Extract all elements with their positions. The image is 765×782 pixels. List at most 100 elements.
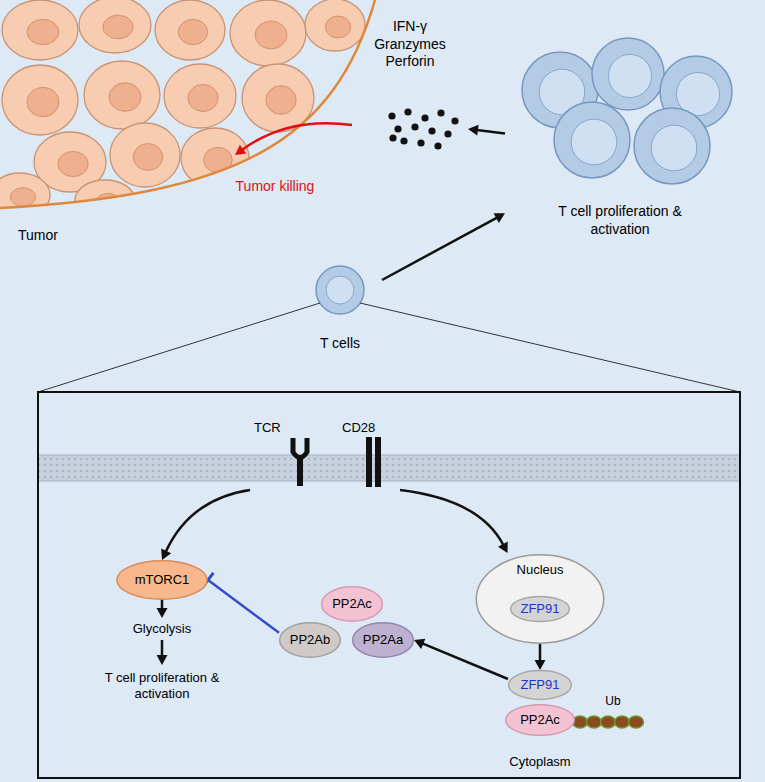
ubiquitin [587,716,602,728]
process-text: Glycolysis [118,618,206,640]
ellipse [353,623,414,658]
node-text: Nucleus [517,562,564,578]
mtorc1-ellipse: mTORC1 [116,560,208,600]
tumor-nucleus [178,19,207,44]
connector-line [208,580,279,633]
tumor-nucleus [133,144,162,171]
cytokine-dot [437,109,444,116]
node-text: IFN-γ Granzymes Perforin [371,18,449,71]
ubiquitin-chain [573,716,644,728]
tumor-nucleus [188,85,218,112]
tumor-nucleus [27,87,59,116]
protein-ellipse: PP2Ab [279,622,341,658]
connector-line [422,643,508,679]
cytokine-dot [400,137,407,144]
cytokine-dot [411,123,418,130]
arrowhead [235,145,246,155]
tumor-nucleus [255,21,287,49]
t-cell-cluster: T cell proliferation & activation [505,48,735,238]
cytokine-dot [428,127,435,134]
label-text: Cytoplasm [509,754,570,770]
ellipse [280,623,341,658]
t-cell-nucleus [608,54,651,97]
connector [400,490,508,553]
inset-box [38,392,740,778]
node-text: T cells [320,335,360,353]
protein-ellipse: ZFP91 [510,596,570,622]
tumor-boundary [0,0,375,208]
node-text: PP2Aa [363,632,403,648]
arrowhead [535,660,546,670]
ubiquitin [615,716,630,728]
node-text: Glycolysis [133,621,192,637]
connector [161,490,250,560]
node-text: PP2Ac [520,712,560,728]
connector [468,125,505,136]
node-text: T cell proliferation & activation [556,203,684,238]
ubiquitin [629,716,644,728]
arrowhead [157,655,168,665]
receptor: TCR [250,418,320,490]
t-cell-body [554,102,630,178]
connector-line [166,490,250,552]
node-text: PP2Ac [332,596,372,612]
connector-line [242,123,352,150]
tumor-region: Tumor [0,0,235,250]
process-text: T cell proliferation & activation [80,665,244,707]
t-cell-body [592,38,664,110]
tumor-cell [164,64,236,128]
leader-line [360,303,740,392]
tumor-nucleus [109,83,141,112]
ellipse [117,561,207,599]
tumor-nucleus [325,16,350,38]
cytokines: IFN-γ Granzymes Perforin [352,18,468,144]
node-text: Tumor [18,227,58,245]
node-text: CD28 [342,420,375,436]
connector-line [161,640,164,656]
tumor-cell [0,173,50,217]
cytokine-dot [444,130,451,137]
t-cell: T cells [298,262,382,352]
tumor-cell [155,0,225,60]
node-text: TCR [254,420,281,436]
connector-line [400,490,503,545]
cytokine-dot [451,117,458,124]
ellipse [509,671,572,700]
label-text: Ub [605,694,620,708]
nucleus-ellipse: NucleusZFP91 [475,553,605,645]
protein-ellipse: PP2Ac [321,586,383,622]
ubiquitin [601,716,616,728]
cytokine-dot [394,125,401,132]
ellipse [506,705,575,736]
cytokine-dot [388,112,395,119]
cytokine-dot [421,114,428,121]
tumor-nucleus [10,188,35,206]
protein-ellipse: ZFP91 [508,670,572,700]
connector-line [161,600,164,609]
node-text: mTORC1 [135,572,190,588]
arrowhead [157,608,168,618]
protein-ellipse: PP2Ac [505,704,575,736]
connector [414,639,508,679]
ellipse [511,597,570,622]
node-text: PP2Ab [290,632,330,648]
tumor-nucleus [58,151,88,176]
tcr-symbol [293,438,307,486]
cytokine-dot [417,139,424,146]
t-cell-nucleus [571,119,617,165]
connector [157,640,168,665]
ellipse [322,587,383,622]
tumor-cell [230,0,306,66]
connector [235,123,352,155]
tumor-cell [110,123,180,187]
tumor-cells [0,0,365,220]
receptor: CD28 [338,418,400,490]
node-text: T cell proliferation & activation [103,670,221,703]
cytokine-dot [389,134,396,141]
node-text: ZFP91 [520,601,559,617]
leader-line [38,303,320,392]
cytokine-dot [434,142,441,149]
